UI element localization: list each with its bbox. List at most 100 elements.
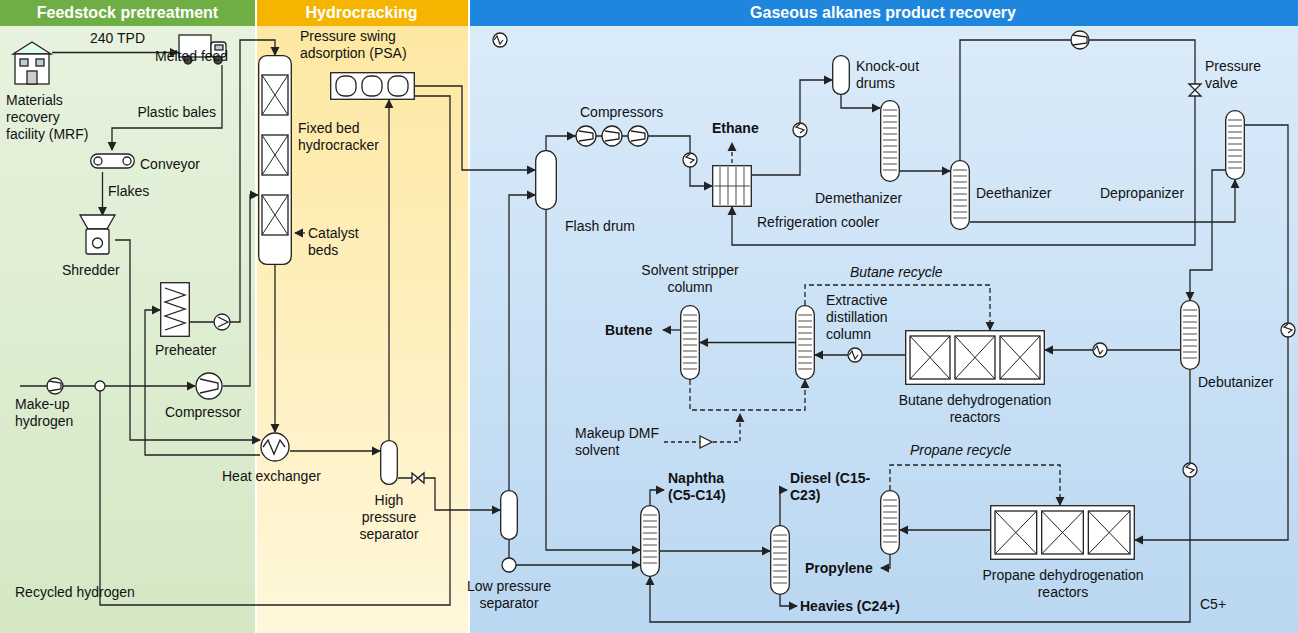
graphic-part (1183, 316, 1197, 317)
process-stream (660, 550, 770, 551)
vessel-symbol (500, 490, 518, 540)
equipment-unit: Low pressure separator (500, 490, 518, 540)
graphic-part (1181, 301, 1200, 370)
equipment-label: Propylene (805, 560, 873, 577)
graphic-part (1228, 156, 1242, 157)
equipment-label: Pressure swing adsorption (PSA) (300, 28, 425, 62)
graphic-part (200, 379, 218, 393)
annotation-label: Pressure valve (1205, 58, 1280, 92)
graphic-part (602, 126, 622, 146)
product-arrows (295, 143, 890, 606)
graphic-part (20, 59, 28, 66)
graphic-part (1000, 336, 1040, 379)
graphic-part (773, 565, 787, 566)
reactor-symbol (905, 330, 1045, 385)
equipment-unit: Naphtha (C5-C14) (640, 505, 660, 577)
graphic-part (1183, 322, 1197, 323)
graphic-part (883, 164, 897, 165)
mrf-symbol (12, 40, 52, 85)
pump (502, 558, 516, 572)
graphic-part (1226, 111, 1245, 180)
annotation-label: Butene (605, 322, 652, 339)
stream-label: Flakes (108, 183, 149, 200)
graphic-part (15, 54, 49, 84)
graphic-part (991, 506, 1135, 560)
zigzag (1094, 346, 1103, 354)
equipment-label: Demethanizer (815, 190, 902, 207)
makeup-compressor (47, 378, 63, 394)
stream-label: Butane recycle (850, 264, 943, 281)
graphic-part (773, 571, 787, 572)
heat-exchanger (1281, 323, 1295, 337)
equipment-label: Refrigeration cooler (757, 214, 879, 231)
graphic-part (683, 339, 697, 340)
equipment-unit: High pressure separator (380, 440, 398, 485)
process-stream (690, 380, 805, 410)
graphic-part (161, 283, 190, 337)
graphic-part (1000, 336, 1040, 379)
heat-exchanger (683, 153, 697, 167)
equipment-label: Naphtha (C5-C14) (668, 470, 750, 504)
graphic-part (883, 116, 897, 117)
graphic-part (1183, 340, 1197, 341)
graphic-part (643, 557, 657, 558)
band-heading: Hydrocracking (255, 4, 468, 22)
equipment-label: Knock-out drums (856, 58, 928, 92)
graphic-part (1088, 511, 1130, 554)
pump-mark (218, 317, 228, 327)
ethane-arrow (731, 143, 732, 163)
graphic-part (953, 194, 967, 195)
graphic-part (683, 315, 697, 316)
graphic-part (798, 333, 812, 334)
graphic-part (995, 511, 1037, 554)
equipment-label: Extractive distillation column (826, 292, 901, 343)
graphic-part (955, 336, 995, 379)
graphic-part (955, 336, 995, 379)
equipment-label: Butane dehydrogenation reactors (890, 392, 1060, 426)
graphic-part (1228, 162, 1242, 163)
graphic-part (165, 288, 185, 330)
graphic-part (883, 512, 897, 513)
graphic-part (643, 515, 657, 516)
graphic-part (262, 135, 288, 175)
equipment-unit: Materials recovery facility (MRF) (12, 40, 52, 85)
equipment-unit: Conveyor (90, 150, 135, 172)
graphic-part (995, 511, 1037, 554)
process-stream (1190, 170, 1225, 300)
equipment-unit: Demethanizer (880, 100, 900, 182)
catalyst-leader (295, 232, 305, 233)
butene-arrow (663, 329, 680, 330)
graphic-part (259, 56, 292, 265)
column-symbol (680, 305, 700, 380)
equipment-unit: Propane dehydrogenation reactors (990, 505, 1135, 560)
equipment-label: High pressure separator (351, 492, 427, 543)
graphic-part (628, 126, 648, 146)
psa-symbol (330, 72, 415, 100)
graphic-part (773, 583, 787, 584)
decor-group (20, 31, 1295, 572)
graphic-part (1088, 511, 1130, 554)
graphic-part (536, 151, 557, 210)
graphic-part (883, 158, 897, 159)
equipment-label: Materials recovery facility (MRF) (6, 92, 101, 143)
process-stream (650, 370, 1190, 622)
propylene-arrow (881, 555, 890, 568)
band-heading: Feedstock pretreatment (0, 4, 255, 22)
preheater-symbol (160, 282, 190, 337)
equipment-label: Propane dehydrogenation reactors (975, 567, 1151, 601)
equipment-label: Diesel (C15-C23) (790, 470, 872, 504)
process-stream (509, 540, 640, 565)
graphic-part (94, 157, 102, 165)
process-stream (546, 210, 640, 550)
graphic-part (1042, 511, 1084, 554)
zigzag (796, 124, 804, 133)
equipment-label: Plastic bales (130, 104, 216, 121)
graphic-part (906, 331, 1045, 385)
equipment-unit: Preheater (160, 282, 190, 337)
pressure-valve (1189, 84, 1201, 96)
heat-exchanger (493, 33, 507, 47)
graphic-part (643, 521, 657, 522)
process-stream (100, 96, 450, 605)
graphic-part (262, 75, 288, 115)
graphic-part (798, 363, 812, 364)
